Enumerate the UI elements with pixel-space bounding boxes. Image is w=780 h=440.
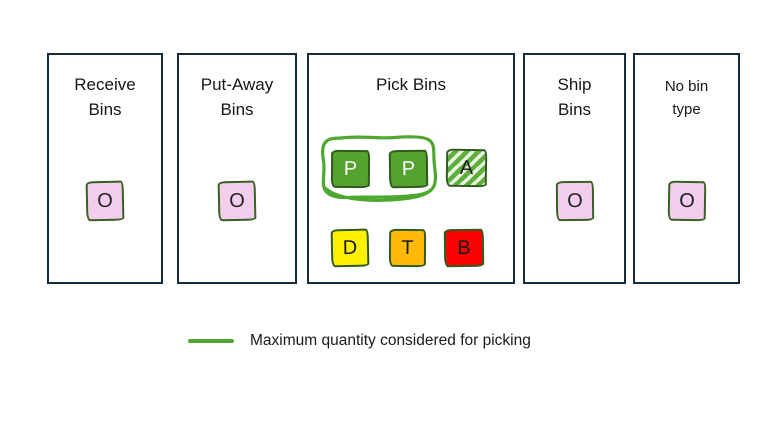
bin-letter: T [401,236,414,259]
bin-letter: O [228,189,245,212]
max-quantity-group-outline [321,135,438,202]
yellow-bin-square: D [330,228,370,268]
legend-line-swatch [188,339,234,343]
open-bin-square: O [217,180,257,222]
column-title-receive: Receive Bins [49,72,161,122]
bin-letter: P [343,157,358,180]
bin-letter: A [459,156,474,179]
column-title-ship: Ship Bins [525,72,624,122]
title-line: Bins [557,100,592,119]
open-bin-square: O [667,180,706,222]
title-line: Bins [220,100,254,119]
title-line: Ship [557,75,592,94]
open-bin-square: O [555,180,594,222]
title-line: No bin [664,78,709,95]
column-title-put-away: Put-Away Bins [179,72,295,122]
bin-letter: O [96,189,113,212]
red-bin-square: B [443,228,485,268]
bin-letter: O [678,189,695,212]
bin-column-no-type: No bin type O [633,53,740,284]
orange-bin-square: T [388,228,427,268]
bin-letter: B [457,236,471,259]
bin-letter: D [342,236,358,259]
bin-letter: O [566,189,583,212]
title-line: Put-Away [200,75,274,94]
title-line: type [672,101,701,118]
bin-column-ship: Ship Bins O [523,53,626,284]
column-title-no-type: No bin type [635,75,738,121]
title-line: Receive [74,75,136,94]
bin-column-pick: Pick Bins P P A D T B [307,53,515,284]
open-bin-square: O [85,180,125,222]
hatched-bin-square: A [445,148,488,188]
bin-column-receive: Receive Bins O [47,53,163,284]
legend-label: Maximum quantity considered for picking [250,332,531,349]
column-title-pick: Pick Bins [309,72,513,97]
pick-bin-square: P [330,149,371,189]
pick-bin-square: P [388,149,429,189]
bin-column-put-away: Put-Away Bins O [177,53,297,284]
title-line: Bins [88,100,122,119]
legend: Maximum quantity considered for picking [188,330,531,352]
title-line: Pick Bins [376,75,446,94]
bin-letter: P [401,157,416,180]
